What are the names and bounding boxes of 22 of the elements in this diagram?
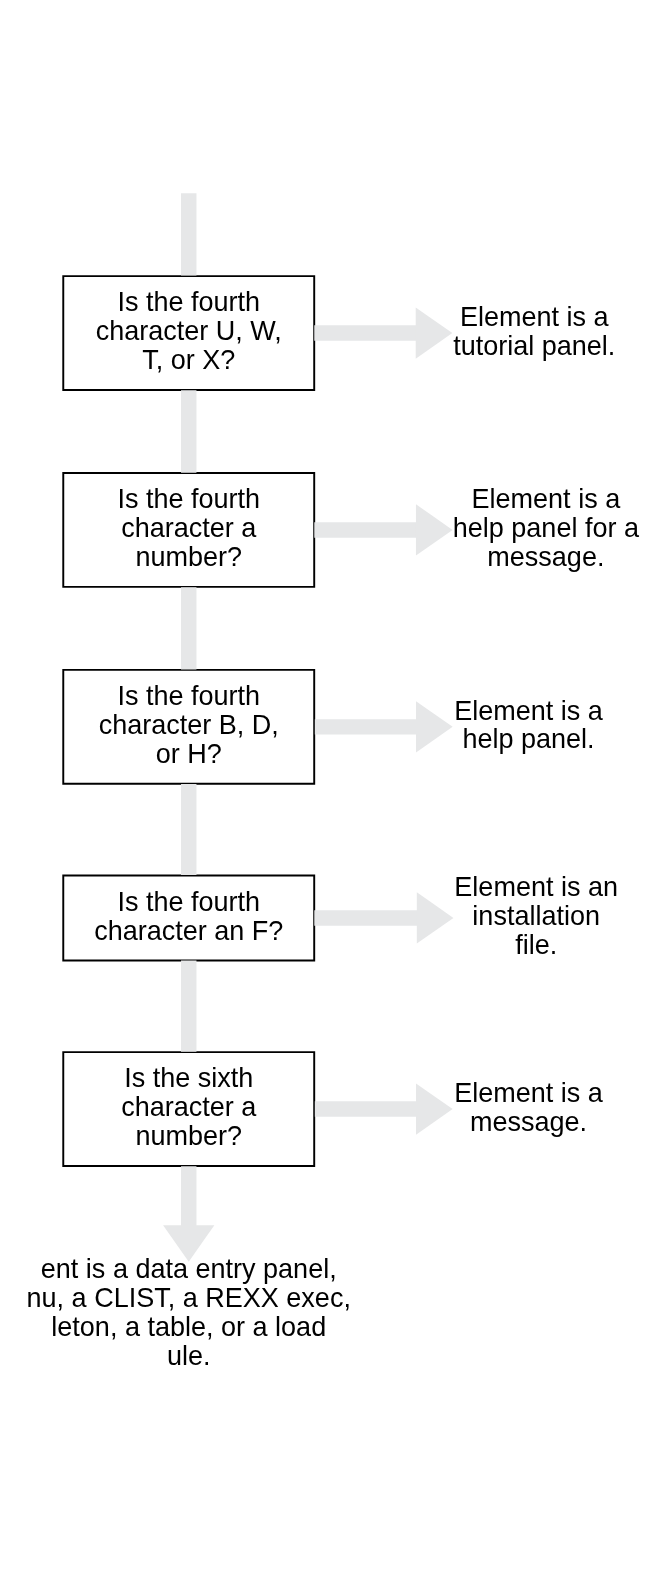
node-text: Element is a tutorial panel.	[453, 301, 616, 361]
connector	[181, 390, 197, 473]
node-box: Is the fourth character B, D, or H?	[62, 668, 316, 785]
node-text: Element is a help panel.	[454, 695, 603, 755]
arrow	[314, 892, 454, 944]
node-box: Is the fourth character an F?	[62, 874, 316, 962]
arrow	[314, 504, 453, 556]
node-text: Element is an installation file.	[454, 872, 619, 961]
node-box: Is the fourth character U, W, T, or X?	[62, 275, 316, 391]
arrow	[314, 307, 453, 359]
connector	[181, 587, 197, 670]
node-box: Is the fourth character a number?	[62, 472, 316, 588]
connector	[181, 193, 197, 276]
node-box: Is the sixth character a number?	[62, 1051, 316, 1167]
arrow	[314, 701, 453, 753]
connector	[181, 960, 197, 1052]
connector	[181, 783, 197, 875]
arrow	[163, 1166, 215, 1262]
arrow	[314, 1083, 453, 1135]
node-text: Element is a help panel for a message.	[452, 484, 639, 573]
node-text: ent is a data entry panel, nu, a CLIST, a REXX exec, leton, a table, or a load ule.	[26, 1254, 351, 1372]
node-text: Element is a message.	[454, 1077, 603, 1137]
